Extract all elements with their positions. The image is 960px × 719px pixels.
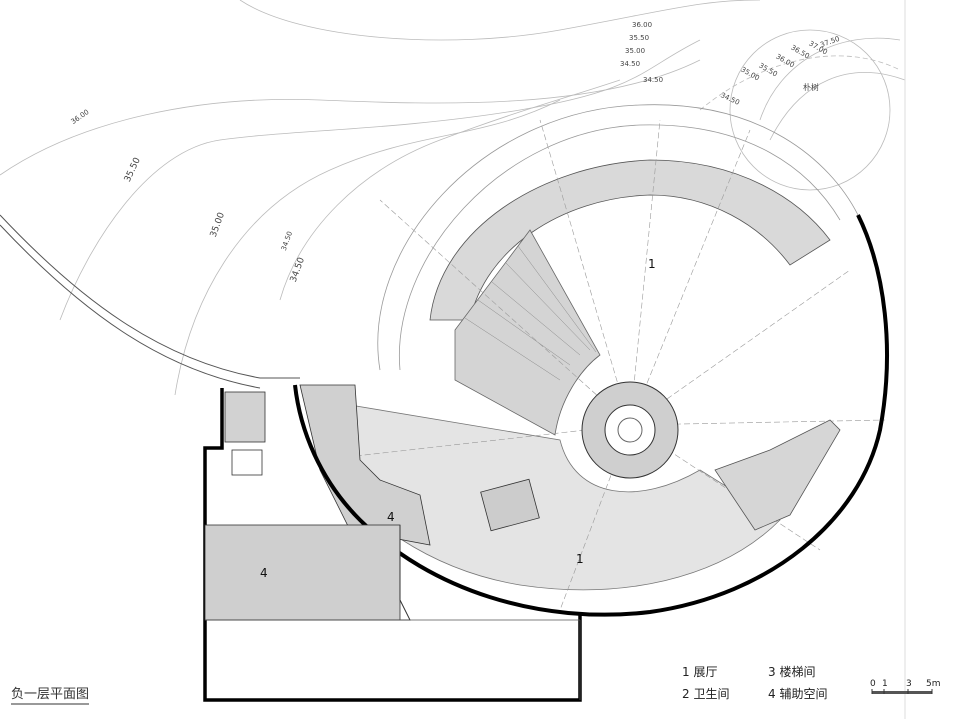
- upper-gallery-ramp: [429, 159, 831, 321]
- stairwell-right: [714, 419, 841, 531]
- legend-number: 3: [768, 665, 776, 679]
- road-edge: [0, 214, 300, 389]
- auxiliary-room: [204, 524, 401, 621]
- room-label-exhibition-hall: 1: [576, 552, 584, 566]
- stair-center: [617, 417, 643, 443]
- contour-lines: [0, 0, 906, 396]
- stair-core: [604, 404, 656, 456]
- room-label-exhibition-hall: 1: [648, 257, 656, 271]
- room-label-auxiliary: 4: [260, 566, 268, 580]
- legend-label: 展厅: [693, 665, 718, 679]
- legend-item: 1 展厅: [682, 663, 717, 680]
- service-rooms: [299, 384, 431, 546]
- contour-label: 34.50: [620, 60, 641, 68]
- scale-tick: 0: [870, 679, 876, 689]
- tree-label: 朴树: [803, 83, 819, 92]
- contour-label: 36.00: [632, 21, 653, 29]
- scale-tick: 3: [906, 679, 912, 689]
- legend-label: 楼梯间: [779, 665, 816, 679]
- room-label-auxiliary: 4: [387, 510, 395, 524]
- legend-label: 卫生间: [693, 687, 730, 701]
- legend-item: 2 卫生间: [682, 685, 729, 702]
- contour-label: 35.00: [625, 47, 646, 55]
- elevator: [480, 478, 540, 532]
- seating-steps: [464, 245, 597, 381]
- building-rings: [377, 104, 859, 371]
- legend-number: 2: [682, 687, 690, 701]
- legend-item: 4 辅助空间: [768, 685, 827, 702]
- legend-number: 1: [682, 665, 690, 679]
- contour-label: 34.50: [643, 76, 664, 84]
- legend-label: 辅助空间: [779, 687, 828, 701]
- annex-stair: [224, 391, 266, 443]
- legend-number: 4: [768, 687, 776, 701]
- scale-tick: 5m: [926, 679, 941, 689]
- drawing-title: 负一层平面图: [11, 683, 90, 705]
- scale-tick: 1: [882, 679, 888, 689]
- legend-item: 3 楼梯间: [768, 663, 815, 680]
- scale-bar-graphic: [871, 689, 933, 694]
- contour-label: 35.50: [629, 34, 650, 42]
- outer-wall: [293, 214, 889, 617]
- annex-stair-lower: [231, 449, 263, 476]
